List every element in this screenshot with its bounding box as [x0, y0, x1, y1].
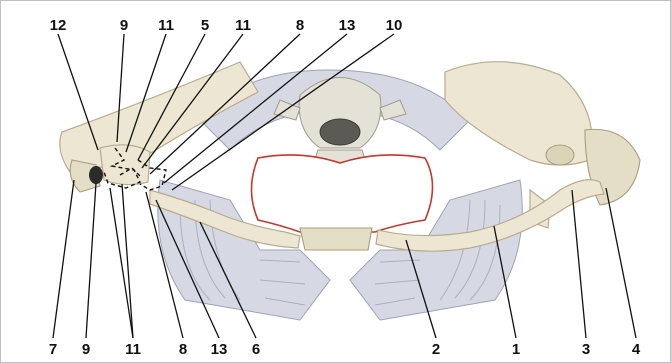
bottom-labels: 7 9 11 8 13 6 2 1 3 4 — [49, 341, 641, 358]
label-7-bottom: 7 — [49, 341, 57, 358]
label-3-bottom: 3 — [582, 341, 590, 358]
label-6-bottom: 6 — [252, 341, 260, 358]
label-9-bottom: 9 — [82, 341, 90, 358]
label-8-top: 8 — [296, 17, 304, 34]
label-10-top: 10 — [386, 17, 403, 34]
label-8-bottom: 8 — [179, 341, 187, 358]
label-11-bottom: 11 — [125, 341, 141, 358]
label-11-top-a: 11 — [158, 17, 174, 34]
top-labels: 12 9 11 5 11 8 13 10 — [50, 17, 403, 34]
label-13-bottom: 13 — [211, 341, 228, 358]
label-9-top: 9 — [120, 17, 128, 34]
label-4-bottom: 4 — [632, 341, 641, 358]
label-1-bottom: 1 — [512, 341, 520, 358]
label-11-top-b: 11 — [235, 17, 251, 34]
thoracic-cavity — [252, 155, 433, 232]
label-5-top: 5 — [201, 17, 209, 34]
label-12-top: 12 — [50, 17, 67, 34]
sternum — [300, 228, 372, 250]
label-13-top: 13 — [339, 17, 356, 34]
label-2-bottom: 2 — [432, 341, 440, 358]
